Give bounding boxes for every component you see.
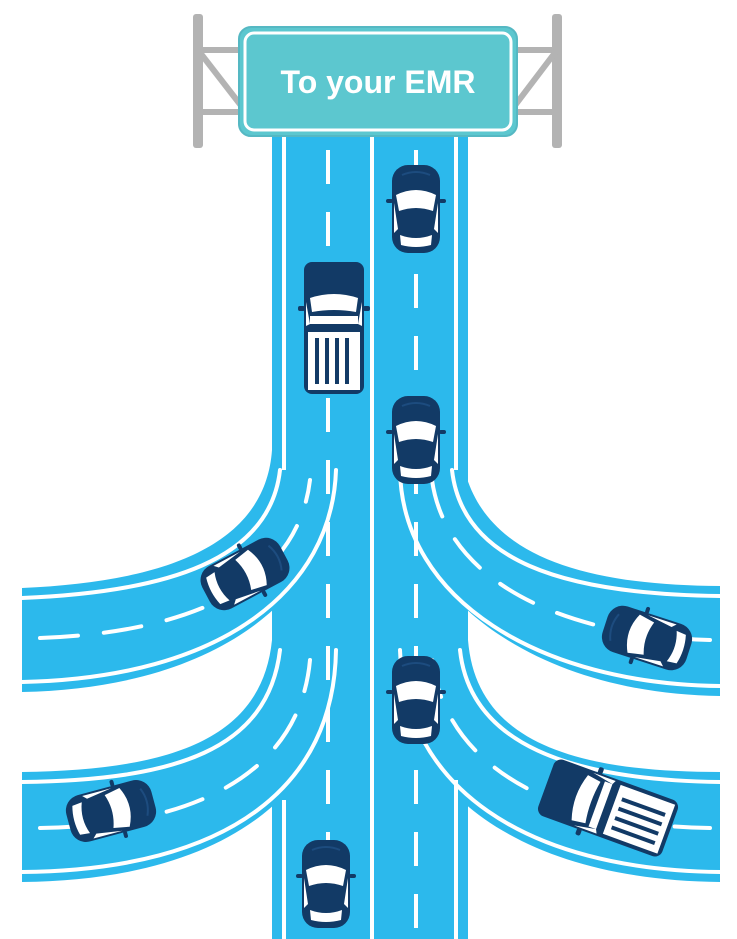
- car-icon: [386, 165, 446, 253]
- gantry-left-post: [193, 14, 203, 148]
- car-icon: [386, 656, 446, 744]
- pickup-truck-icon: [298, 262, 370, 394]
- sign-gantry: To your EMR: [193, 14, 562, 148]
- car-icon: [296, 840, 356, 928]
- sign-label: To your EMR: [281, 64, 476, 100]
- car-icon: [386, 396, 446, 484]
- gantry-right-post: [552, 14, 562, 148]
